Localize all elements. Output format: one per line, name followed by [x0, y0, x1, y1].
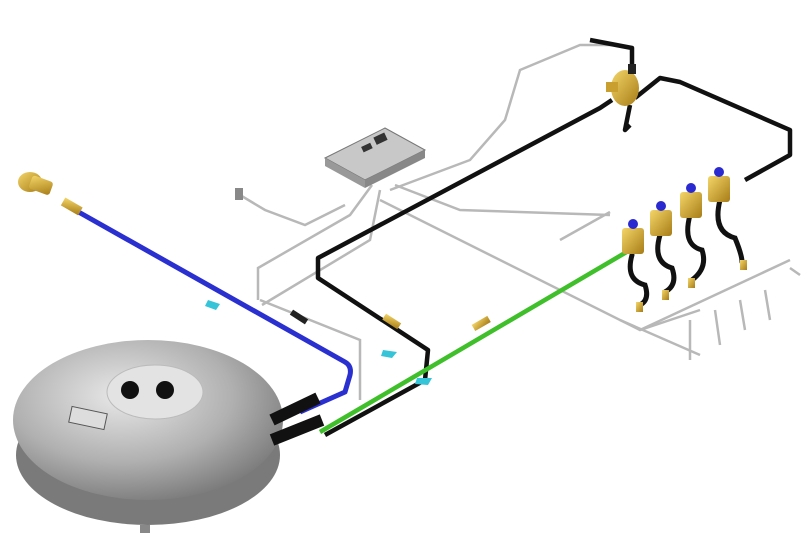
flow-arrow-icon [205, 300, 432, 385]
reducer-icon [606, 64, 639, 106]
vapour-hose [315, 37, 793, 437]
toroidal-tank-icon [13, 340, 325, 533]
ecu-icon [235, 127, 427, 200]
filler-pipe [73, 207, 353, 415]
gas-pipe [318, 248, 632, 434]
filter-icon [60, 197, 491, 331]
wiring-harness [239, 43, 801, 400]
filler-valve-icon [18, 172, 53, 195]
injector-rail-icon [622, 167, 747, 312]
